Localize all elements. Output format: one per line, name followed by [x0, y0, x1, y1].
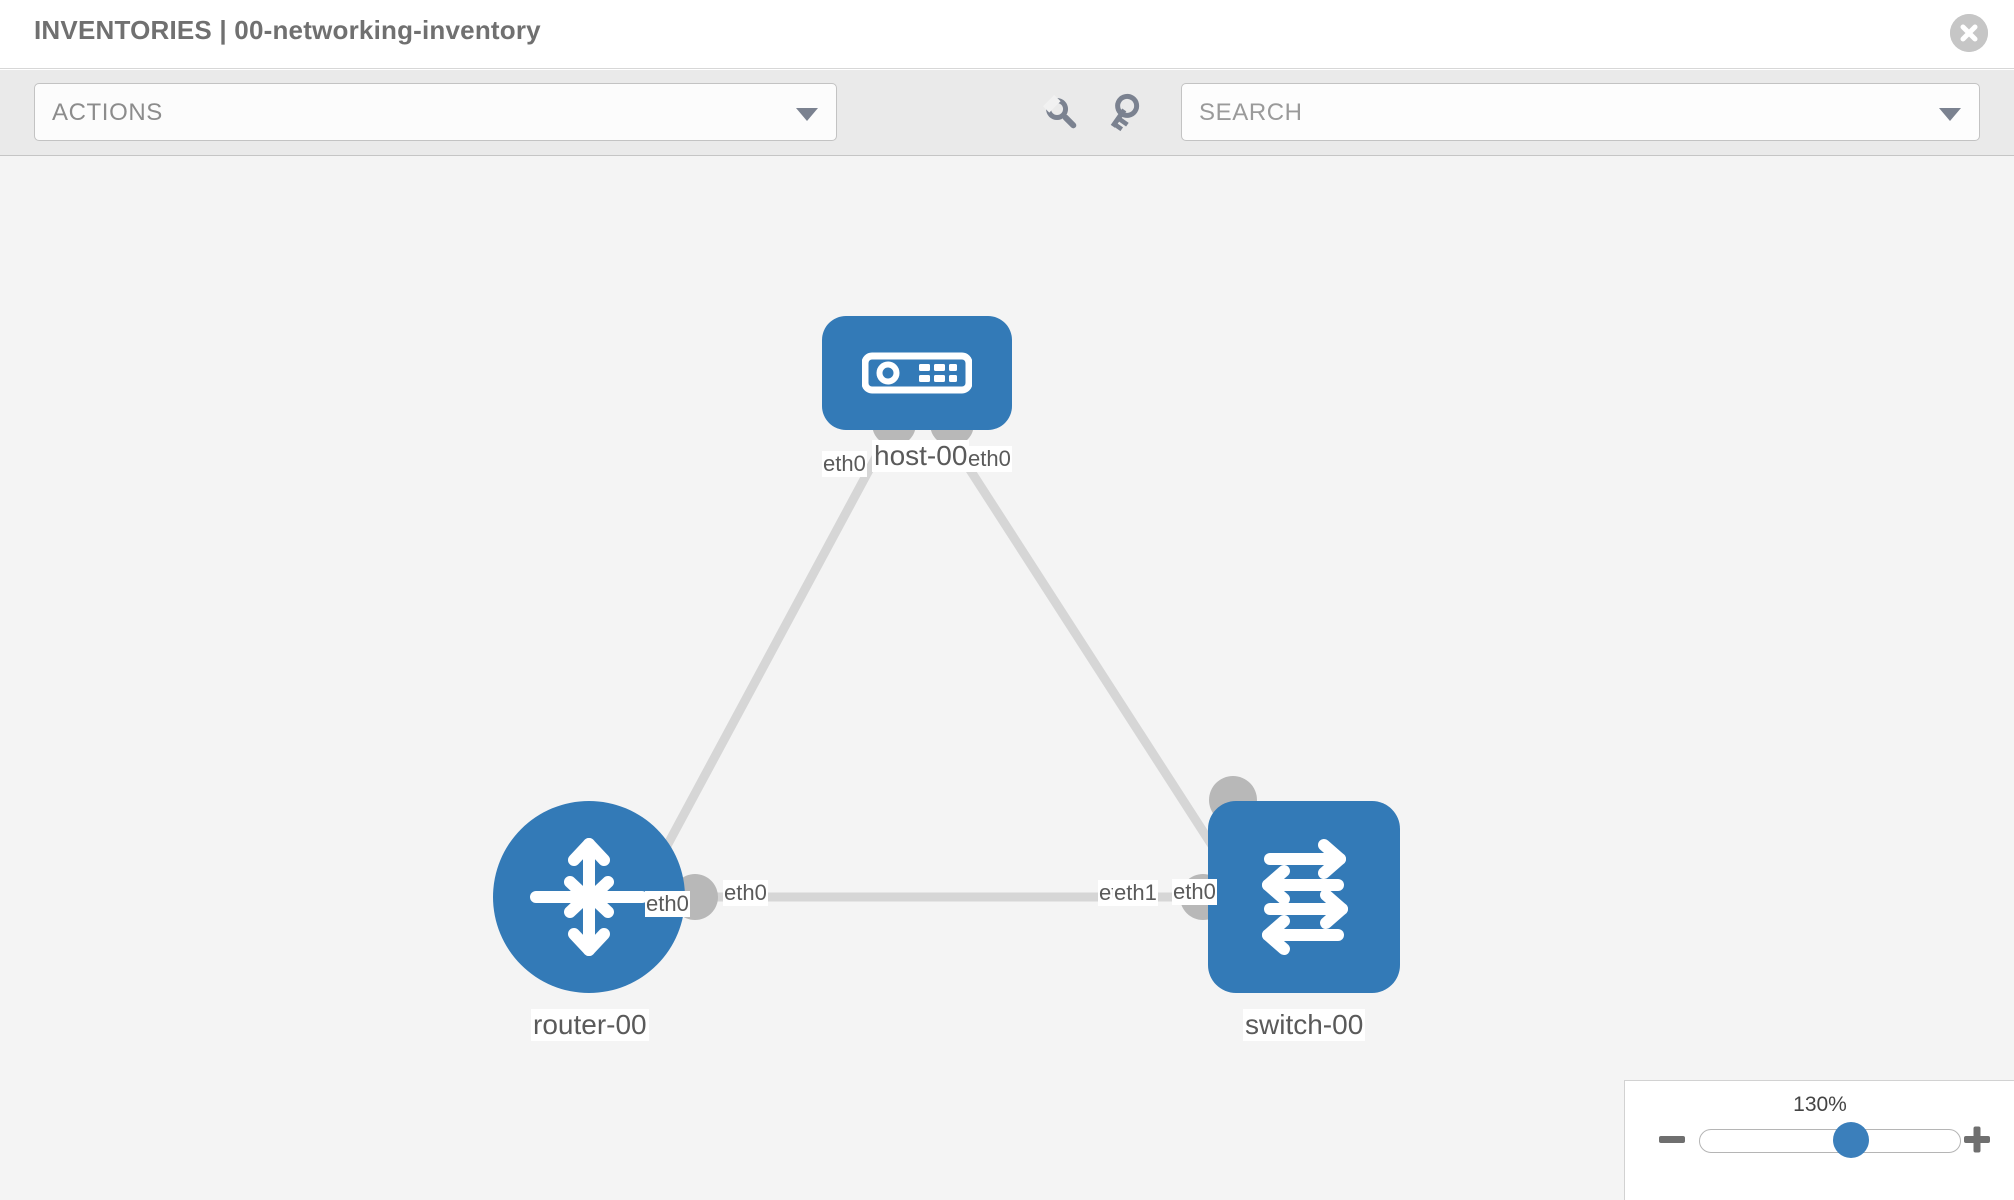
chevron-down-icon — [1939, 108, 1961, 121]
edge-label-host-left: eth0 — [822, 451, 867, 477]
switch-arrows-icon — [1262, 839, 1348, 955]
key-icon[interactable] — [1108, 92, 1152, 136]
topology-links — [636, 428, 1239, 902]
edge-label-router-up: eth0 — [645, 891, 690, 917]
zoom-out-button[interactable] — [1657, 1125, 1687, 1155]
zoom-in-button[interactable] — [1962, 1125, 1992, 1155]
zoom-slider-thumb[interactable] — [1833, 1122, 1869, 1158]
router-four-arrows-icon — [530, 838, 648, 956]
edge-label-switch-up: eth0 — [1172, 879, 1217, 905]
edge-label-switch-left: eth1 — [1113, 880, 1158, 906]
edge-label-router-right: eth0 — [723, 880, 768, 906]
toolbar: ACTIONS SEARCH — [0, 70, 2014, 156]
router-node-label: router-00 — [531, 1009, 649, 1041]
chevron-down-icon — [796, 108, 818, 121]
edge-label-host-right: eth0 — [967, 446, 1012, 472]
wrench-icon[interactable] — [1040, 92, 1084, 136]
switch-node-shape[interactable] — [1208, 801, 1400, 993]
actions-dropdown-label: ACTIONS — [52, 99, 163, 126]
zoom-slider[interactable] — [1699, 1129, 1961, 1153]
page-title: INVENTORIES | 00-networking-inventory — [34, 15, 541, 45]
host-node-shape[interactable] — [822, 316, 1012, 430]
close-icon[interactable] — [1950, 14, 1988, 52]
search-input[interactable]: SEARCH — [1181, 83, 1980, 141]
zoom-percent-label: 130% — [1793, 1093, 1847, 1116]
zoom-control-panel: 130% — [1624, 1080, 2014, 1200]
topology-canvas[interactable]: host-00 router-00 — [0, 156, 2014, 1200]
switch-node-label: switch-00 — [1243, 1009, 1366, 1041]
server-appliance-icon — [862, 352, 972, 394]
host-node-label: host-00 — [872, 440, 970, 472]
search-placeholder: SEARCH — [1199, 99, 1303, 126]
page-header: INVENTORIES | 00-networking-inventory — [0, 0, 2014, 69]
actions-dropdown[interactable]: ACTIONS — [34, 83, 837, 141]
